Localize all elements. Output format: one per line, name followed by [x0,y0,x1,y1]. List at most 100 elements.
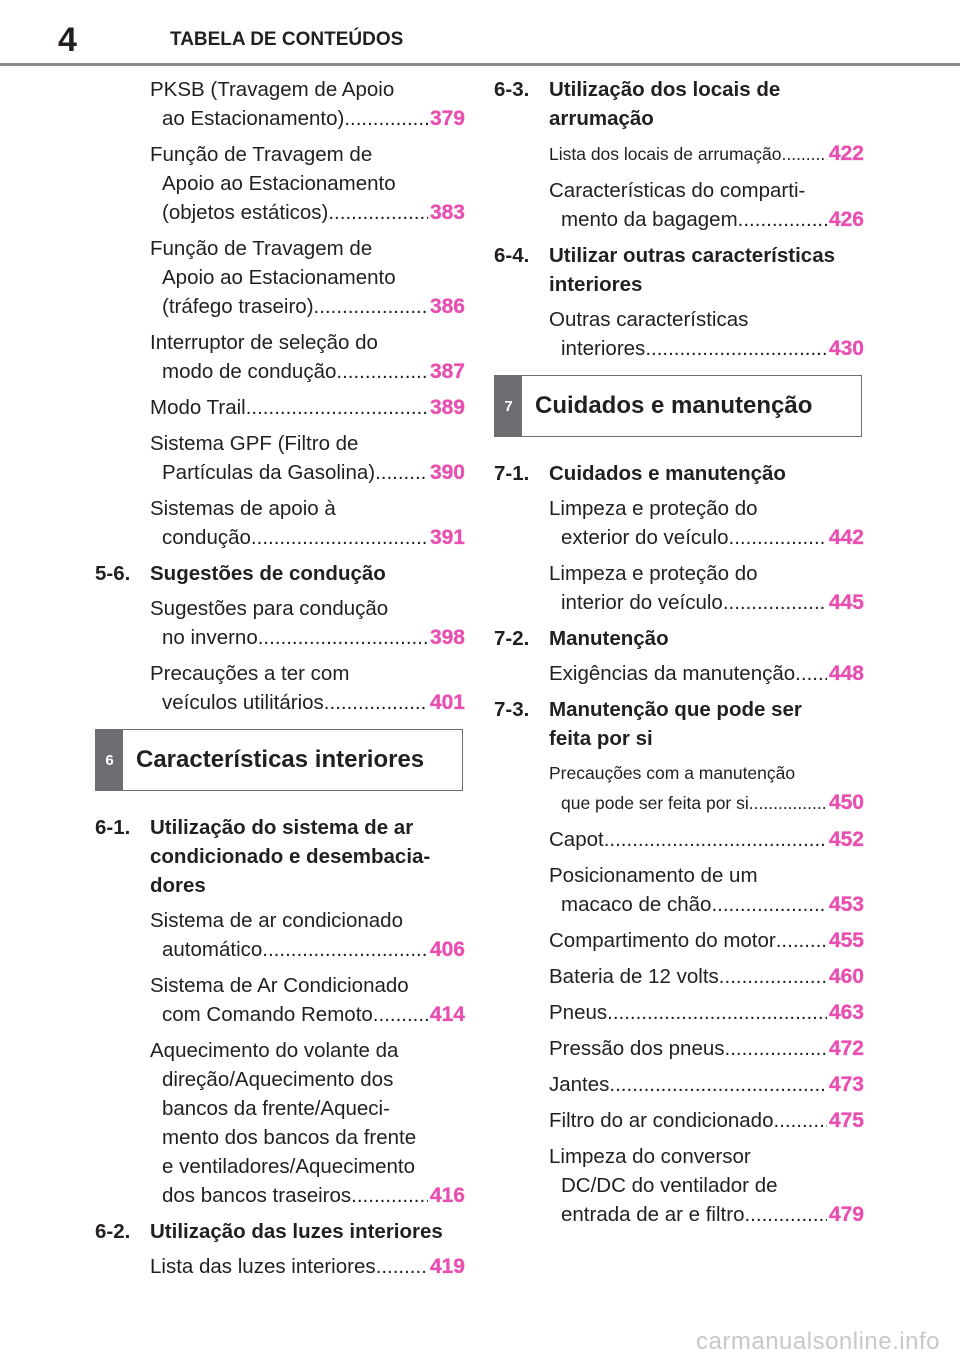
toc-entry[interactable]: Sugestões para condução no inverno 398 [95,594,465,652]
page-reference[interactable]: 379 [429,107,465,130]
subsection-number: 6-3. [494,78,530,101]
section-6-box: 6 Características interiores [95,729,463,791]
page-reference[interactable]: 386 [429,295,465,318]
dot-leader [723,588,827,617]
entry-text: Sugestões para condução [150,597,389,620]
entry-text: Apoio ao Estacionamento [162,172,396,195]
page-reference[interactable]: 419 [429,1255,465,1278]
entry-text: Aquecimento do volante da [150,1039,399,1062]
page-reference[interactable]: 455 [828,929,864,952]
entry-text: Precauções com a manutenção [549,763,796,783]
toc-entry[interactable]: Lista das luzes interiores 419 [95,1252,465,1281]
toc-entry[interactable]: Jantes 473 [494,1070,864,1099]
page-reference[interactable]: 416 [429,1184,465,1207]
page-reference[interactable]: 472 [828,1037,864,1060]
entry-text: Sistema de Ar Condicionado [150,974,409,997]
entry-text: no inverno [162,626,258,649]
entry-text: Pneus [549,1001,608,1024]
dot-leader [776,926,827,955]
page-reference[interactable]: 430 [828,337,864,360]
dot-leader [725,1034,827,1063]
toc-entry[interactable]: Outras característicasinteriores430 [494,305,864,363]
page-reference[interactable]: 452 [828,828,864,851]
dot-leader [738,205,827,234]
page-reference[interactable]: 460 [828,965,864,988]
toc-entry[interactable]: Bateria de 12 volts 460 [494,962,864,991]
section-7-box: 7 Cuidados e manutenção [494,375,862,437]
page-reference[interactable]: 463 [828,1001,864,1024]
subsection-title: Cuidados e manutenção [549,462,786,485]
page-reference[interactable]: 445 [828,591,864,614]
section-number: 7 [495,376,522,436]
page-reference[interactable]: 387 [429,360,465,383]
page-reference[interactable]: 391 [429,526,465,549]
entry-text: Características do comparti- [549,179,806,202]
entry-text: Jantes [549,1073,610,1096]
dot-leader [781,140,826,169]
page-reference[interactable]: 414 [429,1003,465,1026]
toc-entry[interactable]: Pressão dos pneus 472 [494,1034,864,1063]
toc-entries: Lista das luzes interiores 419 [95,1252,465,1281]
page-reference[interactable]: 389 [429,396,465,419]
toc-entry[interactable]: Pneus 463 [494,998,864,1027]
subsection-title: Utilização das luzes interiores [150,1220,443,1243]
dot-leader [744,1200,826,1229]
entry-text: Função de Travagem de [150,143,373,166]
toc-entry[interactable]: Modo Trail 389 [95,393,465,422]
toc-entry[interactable]: Função de Travagem de Apoio ao Estacionam… [95,140,465,227]
dot-leader [246,393,428,422]
page-reference[interactable]: 390 [429,461,465,484]
page-number: 4 [58,21,77,59]
toc-entry[interactable]: Lista dos locais de arrumação422 [494,139,864,169]
entry-text: Exigências da manutenção [549,662,796,685]
page-reference[interactable]: 442 [828,526,864,549]
page-reference[interactable]: 426 [828,208,864,231]
page-reference[interactable]: 422 [828,142,864,165]
entry-text: Pressão dos pneus [549,1037,725,1060]
page-reference[interactable]: 450 [828,791,864,814]
toc-entries: Sugestões para condução no inverno 398Pre… [95,594,465,717]
page-reference[interactable]: 401 [429,691,465,714]
subsection-title: dores [150,874,206,897]
subsection-number: 6-2. [95,1220,131,1243]
entry-text: bancos da frente/Aqueci- [162,1097,390,1120]
subsection-number: 7-1. [494,462,530,485]
page-reference[interactable]: 383 [429,201,465,224]
dot-leader [604,825,827,854]
dot-leader [314,292,428,321]
page-reference[interactable]: 473 [828,1073,864,1096]
toc-entry[interactable]: Filtro do ar condicionado 475 [494,1106,864,1135]
entry-text: e ventiladores/Aquecimento [162,1155,415,1178]
page-reference[interactable]: 475 [828,1109,864,1132]
toc-entry[interactable]: Características do comparti-mento da bag… [494,176,864,234]
dot-leader [262,935,428,964]
toc-entry[interactable]: Capot 452 [494,825,864,854]
page-reference[interactable]: 406 [429,938,465,961]
entry-text: Função de Travagem de [150,237,373,260]
page-reference[interactable]: 453 [828,893,864,916]
subsection-number: 7-2. [494,627,530,650]
page-reference[interactable]: 398 [429,626,465,649]
toc-entries: Outras característicasinteriores430 [494,305,864,363]
page-reference[interactable]: 479 [828,1203,864,1226]
entry-text: entrada de ar e filtro [561,1203,745,1226]
toc-entry[interactable]: Compartimento do motor 455 [494,926,864,955]
toc-entry[interactable]: Exigências da manutenção 448 [494,659,864,688]
page-reference[interactable]: 448 [828,662,864,685]
entry-text: Posicionamento de um [549,864,758,887]
